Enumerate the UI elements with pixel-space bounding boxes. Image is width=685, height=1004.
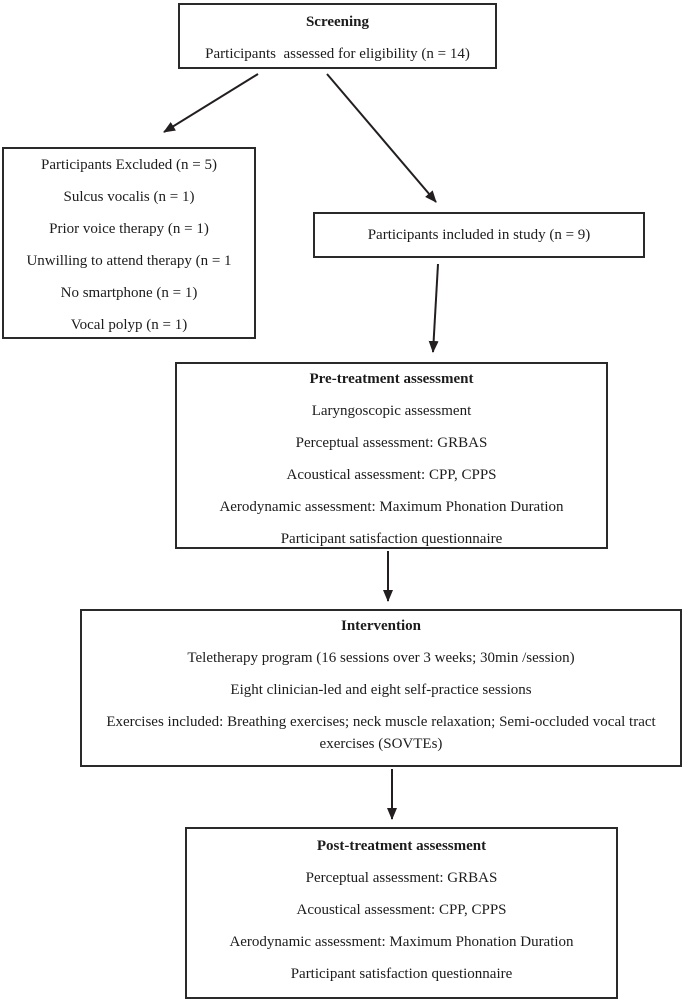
- box-line: Sulcus vocalis (n = 1): [63, 189, 195, 205]
- posttreatment-box: Post-treatment assessment Perceptual ass…: [185, 827, 618, 999]
- box-line: Participants assessed for eligibility (n…: [205, 46, 470, 62]
- excluded-box: Participants Excluded (n = 5) Sulcus voca…: [2, 147, 256, 339]
- box-line: Perceptual assessment: GRBAS: [295, 435, 488, 451]
- box-line: Participants Excluded (n = 5): [41, 157, 217, 173]
- screening-title: Screening: [305, 14, 370, 30]
- included-box: Participants included in study (n = 9): [313, 212, 645, 258]
- intervention-lines: Teletherapy program (16 sessions over 3 …: [86, 647, 676, 755]
- box-line: Participant satisfaction questionnaire: [290, 966, 513, 982]
- box-line: No smartphone (n = 1): [60, 285, 198, 301]
- screening-lines: Participants assessed for eligibility (n…: [186, 43, 489, 65]
- box-line: Exercises included: Breathing exercises;…: [106, 714, 660, 752]
- box-line: Teletherapy program (16 sessions over 3 …: [187, 650, 575, 666]
- included-lines: Participants included in study (n = 9): [368, 224, 591, 246]
- screening-box: Screening Participants assessed for elig…: [178, 3, 497, 69]
- box-line: Acoustical assessment: CPP, CPPS: [296, 902, 507, 918]
- posttreatment-title: Post-treatment assessment: [316, 838, 487, 854]
- arrow-screening-to-included: [326, 73, 437, 203]
- pretreatment-box: Pre-treatment assessment Laryngoscopic a…: [175, 362, 608, 549]
- box-line: Eight clinician-led and eight self-pract…: [230, 682, 532, 698]
- box-line: Acoustical assessment: CPP, CPPS: [286, 467, 497, 483]
- box-line: Unwilling to attend therapy (n = 1: [26, 253, 232, 269]
- box-line: Aerodynamic assessment: Maximum Phonatio…: [219, 499, 564, 515]
- posttreatment-lines: Perceptual assessment: GRBAS Acoustical a…: [193, 867, 610, 985]
- excluded-lines: Participants Excluded (n = 5) Sulcus voca…: [8, 154, 250, 336]
- intervention-box: Intervention Teletherapy program (16 ses…: [80, 609, 682, 767]
- box-line: Aerodynamic assessment: Maximum Phonatio…: [229, 934, 574, 950]
- arrow-screening-to-excluded: [163, 73, 259, 133]
- box-line: Prior voice therapy (n = 1): [49, 221, 209, 237]
- box-line: Participants included in study (n = 9): [367, 227, 591, 243]
- pretreatment-title: Pre-treatment assessment: [309, 371, 474, 387]
- box-line: Perceptual assessment: GRBAS: [305, 870, 498, 886]
- box-line: Laryngoscopic assessment: [311, 403, 472, 419]
- box-line: Vocal polyp (n = 1): [70, 317, 188, 333]
- arrow-included-to-pretreatment: [428, 263, 439, 353]
- intervention-title: Intervention: [341, 618, 421, 634]
- box-line: Participant satisfaction questionnaire: [280, 531, 503, 547]
